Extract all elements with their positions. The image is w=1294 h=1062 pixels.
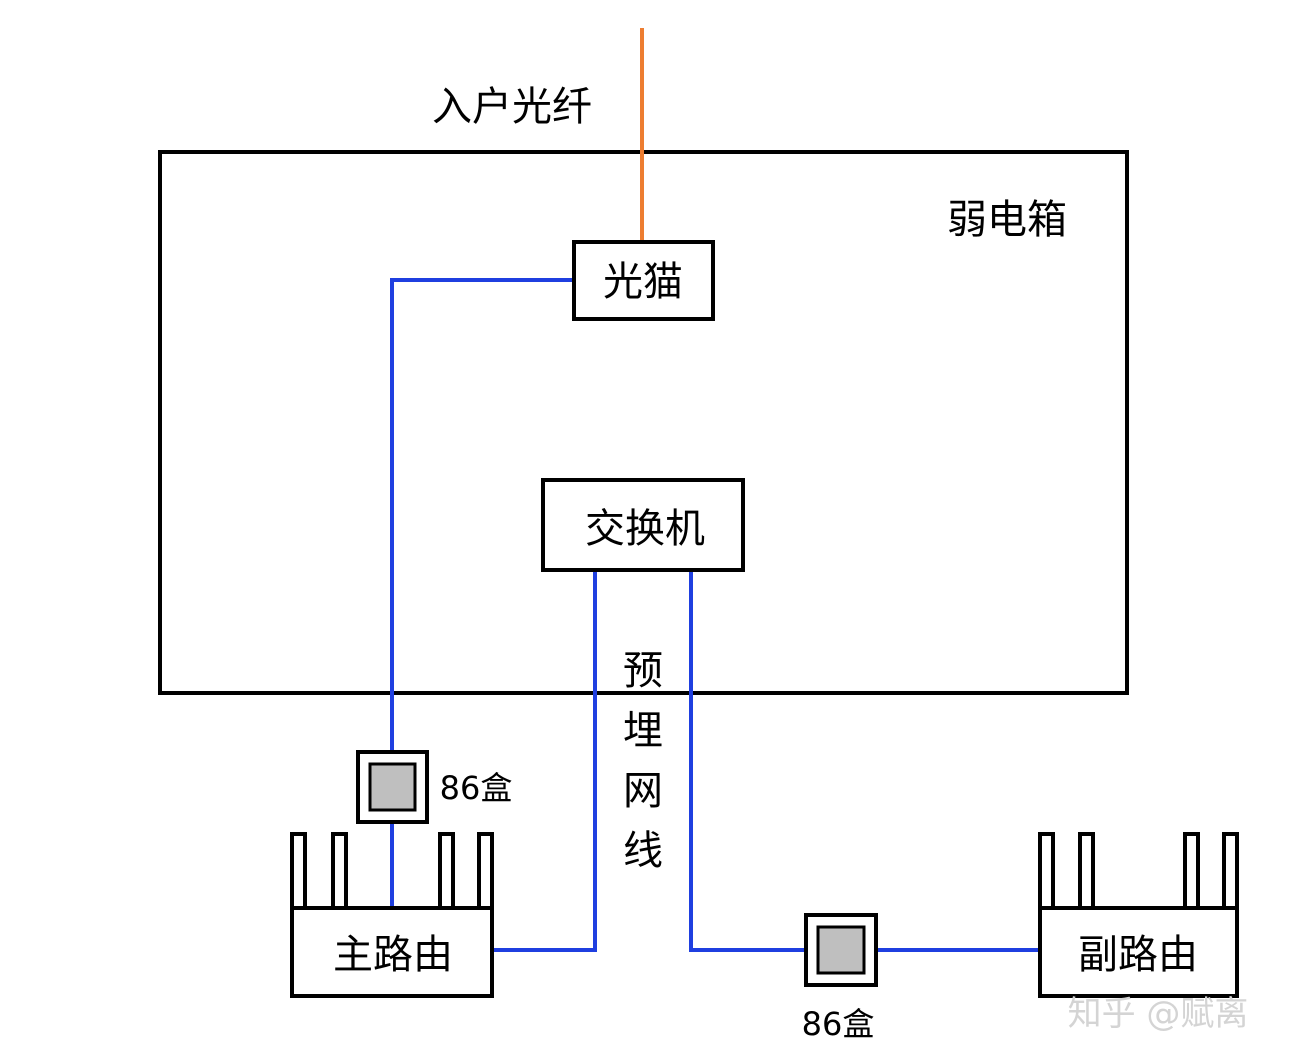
main-router-antenna-4 [477, 832, 494, 910]
preburied-char-3: 网 [623, 768, 663, 814]
preburied-char-1: 预 [623, 648, 663, 694]
box86-right [804, 913, 878, 987]
main-router: 主路由 [290, 832, 494, 998]
main-router-body [290, 906, 494, 998]
cable-switch-to-main-router [492, 570, 597, 952]
sub-router-antenna-1 [1038, 832, 1055, 910]
main-router-antenna-2 [331, 832, 348, 910]
box86-left-inner [368, 762, 417, 812]
box86-left [356, 750, 429, 824]
cable-modem-to-main-router [390, 278, 574, 752]
main-router-antenna-3 [438, 832, 455, 910]
sub-router: 副路由 [1038, 832, 1239, 998]
sub-router-antenna-3 [1183, 832, 1200, 910]
watermark: 知乎 @赋离 [1068, 994, 1249, 1034]
cable-switch-to-box86-right [689, 570, 806, 952]
switch-label: 交换机 [585, 506, 705, 552]
main-router-label: 主路由 [333, 932, 453, 978]
preburied-cable-label: 预 埋 网 线 [623, 648, 663, 874]
box86-right-label: 86盒 [802, 1005, 875, 1043]
box86-right-inner [816, 925, 866, 975]
sub-router-body [1038, 906, 1239, 998]
main-router-antenna-1 [290, 832, 307, 910]
ethernet-cables [390, 278, 1040, 952]
modem-box [572, 240, 715, 321]
sub-router-label: 副路由 [1078, 932, 1198, 978]
fiber-in-label: 入户光纤 [432, 84, 592, 130]
box86-left-label: 86盒 [440, 769, 513, 807]
sub-router-antenna-4 [1222, 832, 1239, 910]
preburied-char-2: 埋 [623, 708, 663, 754]
preburied-char-4: 线 [623, 828, 663, 874]
sub-router-antenna-2 [1078, 832, 1095, 910]
switch-box [541, 478, 745, 572]
modem-label: 光猫 [603, 259, 683, 305]
weak-box-label: 弱电箱 [947, 197, 1067, 243]
